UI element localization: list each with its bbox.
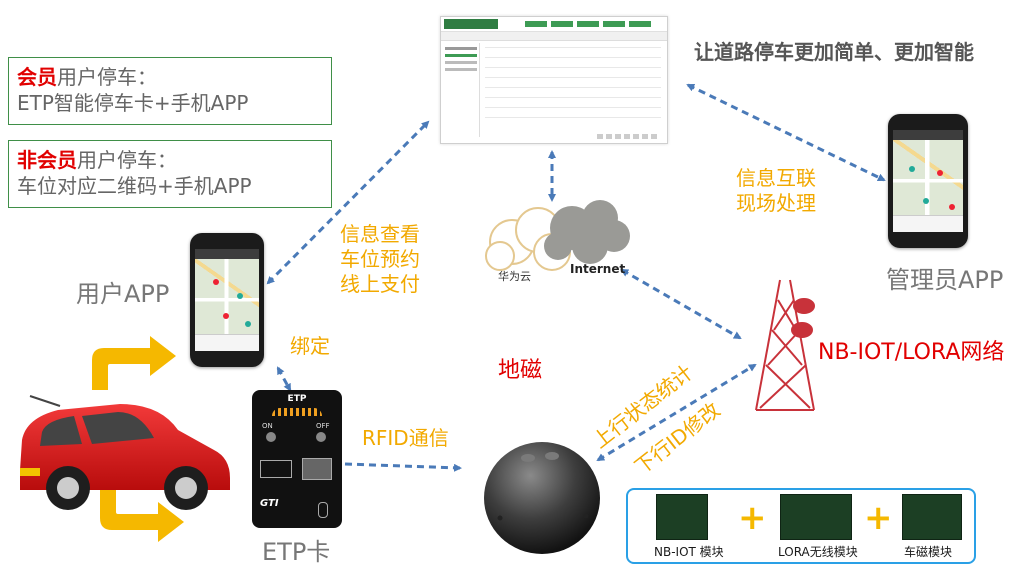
cloud-icon bbox=[485, 200, 630, 271]
admin-line-2: 现场处理 bbox=[736, 191, 816, 215]
magnetic-module-image bbox=[902, 494, 962, 540]
member-parking-box: 会员用户停车： ETP智能停车卡+手机APP bbox=[8, 57, 332, 125]
magnetic-module-label: 车磁模块 bbox=[904, 545, 953, 559]
member-rest: 用户停车： bbox=[57, 65, 157, 89]
car-illustration bbox=[20, 395, 230, 510]
member-detail: ETP智能停车卡+手机APP bbox=[17, 91, 249, 115]
nbiot-module-label: NB-IOT 模块 bbox=[654, 545, 724, 559]
plus-icon-1: + bbox=[738, 498, 767, 538]
arrow-user-app-to-card bbox=[276, 366, 292, 392]
etp-card: ETP ON OFF GTI bbox=[252, 390, 342, 528]
arrow-sensor-to-tower bbox=[596, 363, 757, 462]
slogan-text: 让道路停车更加简单、更加智能 bbox=[694, 40, 974, 64]
card-logo: GTI bbox=[260, 498, 279, 509]
connector-arrows bbox=[266, 83, 886, 472]
nonmember-rest: 用户停车： bbox=[77, 148, 177, 172]
info-line-2: 车位预约 bbox=[340, 247, 420, 271]
user-phone bbox=[190, 233, 264, 367]
info-line-1: 信息查看 bbox=[340, 222, 420, 246]
user-app-label: 用户APP bbox=[76, 280, 170, 308]
arrow-web-to-admin-app bbox=[686, 83, 886, 182]
etp-card-label: ETP卡 bbox=[262, 538, 331, 566]
arrow-card-to-sensor bbox=[344, 462, 462, 472]
internet-label: Internet bbox=[570, 262, 626, 276]
arrow-user-app-to-web bbox=[266, 120, 430, 285]
nonmember-detail: 车位对应二维码+手机APP bbox=[17, 174, 252, 198]
info-functions-label: 信息查看 车位预约 线上支付 bbox=[340, 222, 440, 297]
card-off-label: OFF bbox=[316, 422, 330, 430]
admin-app-label: 管理员APP bbox=[886, 266, 1004, 294]
network-label: NB-IOT/LORA网络 bbox=[818, 340, 1005, 365]
modules-panel: + + NB-IOT 模块 LORA无线模块 车磁模块 bbox=[626, 488, 976, 564]
admin-phone bbox=[888, 114, 968, 248]
nonmember-highlight: 非会员 bbox=[17, 148, 77, 172]
car-flow-arrows bbox=[92, 336, 184, 542]
plus-icon-2: + bbox=[864, 498, 893, 538]
web-platform-screenshot bbox=[440, 16, 668, 144]
lora-module-label: LORA无线模块 bbox=[778, 545, 858, 559]
bind-label: 绑定 bbox=[290, 334, 330, 358]
geomag-label: 地磁 bbox=[498, 358, 543, 383]
card-brand: ETP bbox=[287, 394, 307, 404]
info-line-3: 线上支付 bbox=[340, 272, 420, 296]
lora-module-image bbox=[780, 494, 852, 540]
antenna-tower-icon bbox=[755, 279, 815, 411]
nbiot-module-image bbox=[656, 494, 708, 540]
admin-functions-label: 信息互联 现场处理 bbox=[736, 166, 836, 216]
cloud-name-label: 华为云 bbox=[498, 270, 531, 283]
member-highlight: 会员 bbox=[17, 65, 57, 89]
geomagnetic-sensor bbox=[484, 442, 600, 554]
card-on-label: ON bbox=[262, 422, 273, 430]
arrow-cloud-to-tower bbox=[620, 268, 742, 340]
nonmember-parking-box: 非会员用户停车： 车位对应二维码+手机APP bbox=[8, 140, 332, 208]
admin-line-1: 信息互联 bbox=[736, 166, 816, 190]
rfid-label: RFID通信 bbox=[362, 426, 449, 450]
